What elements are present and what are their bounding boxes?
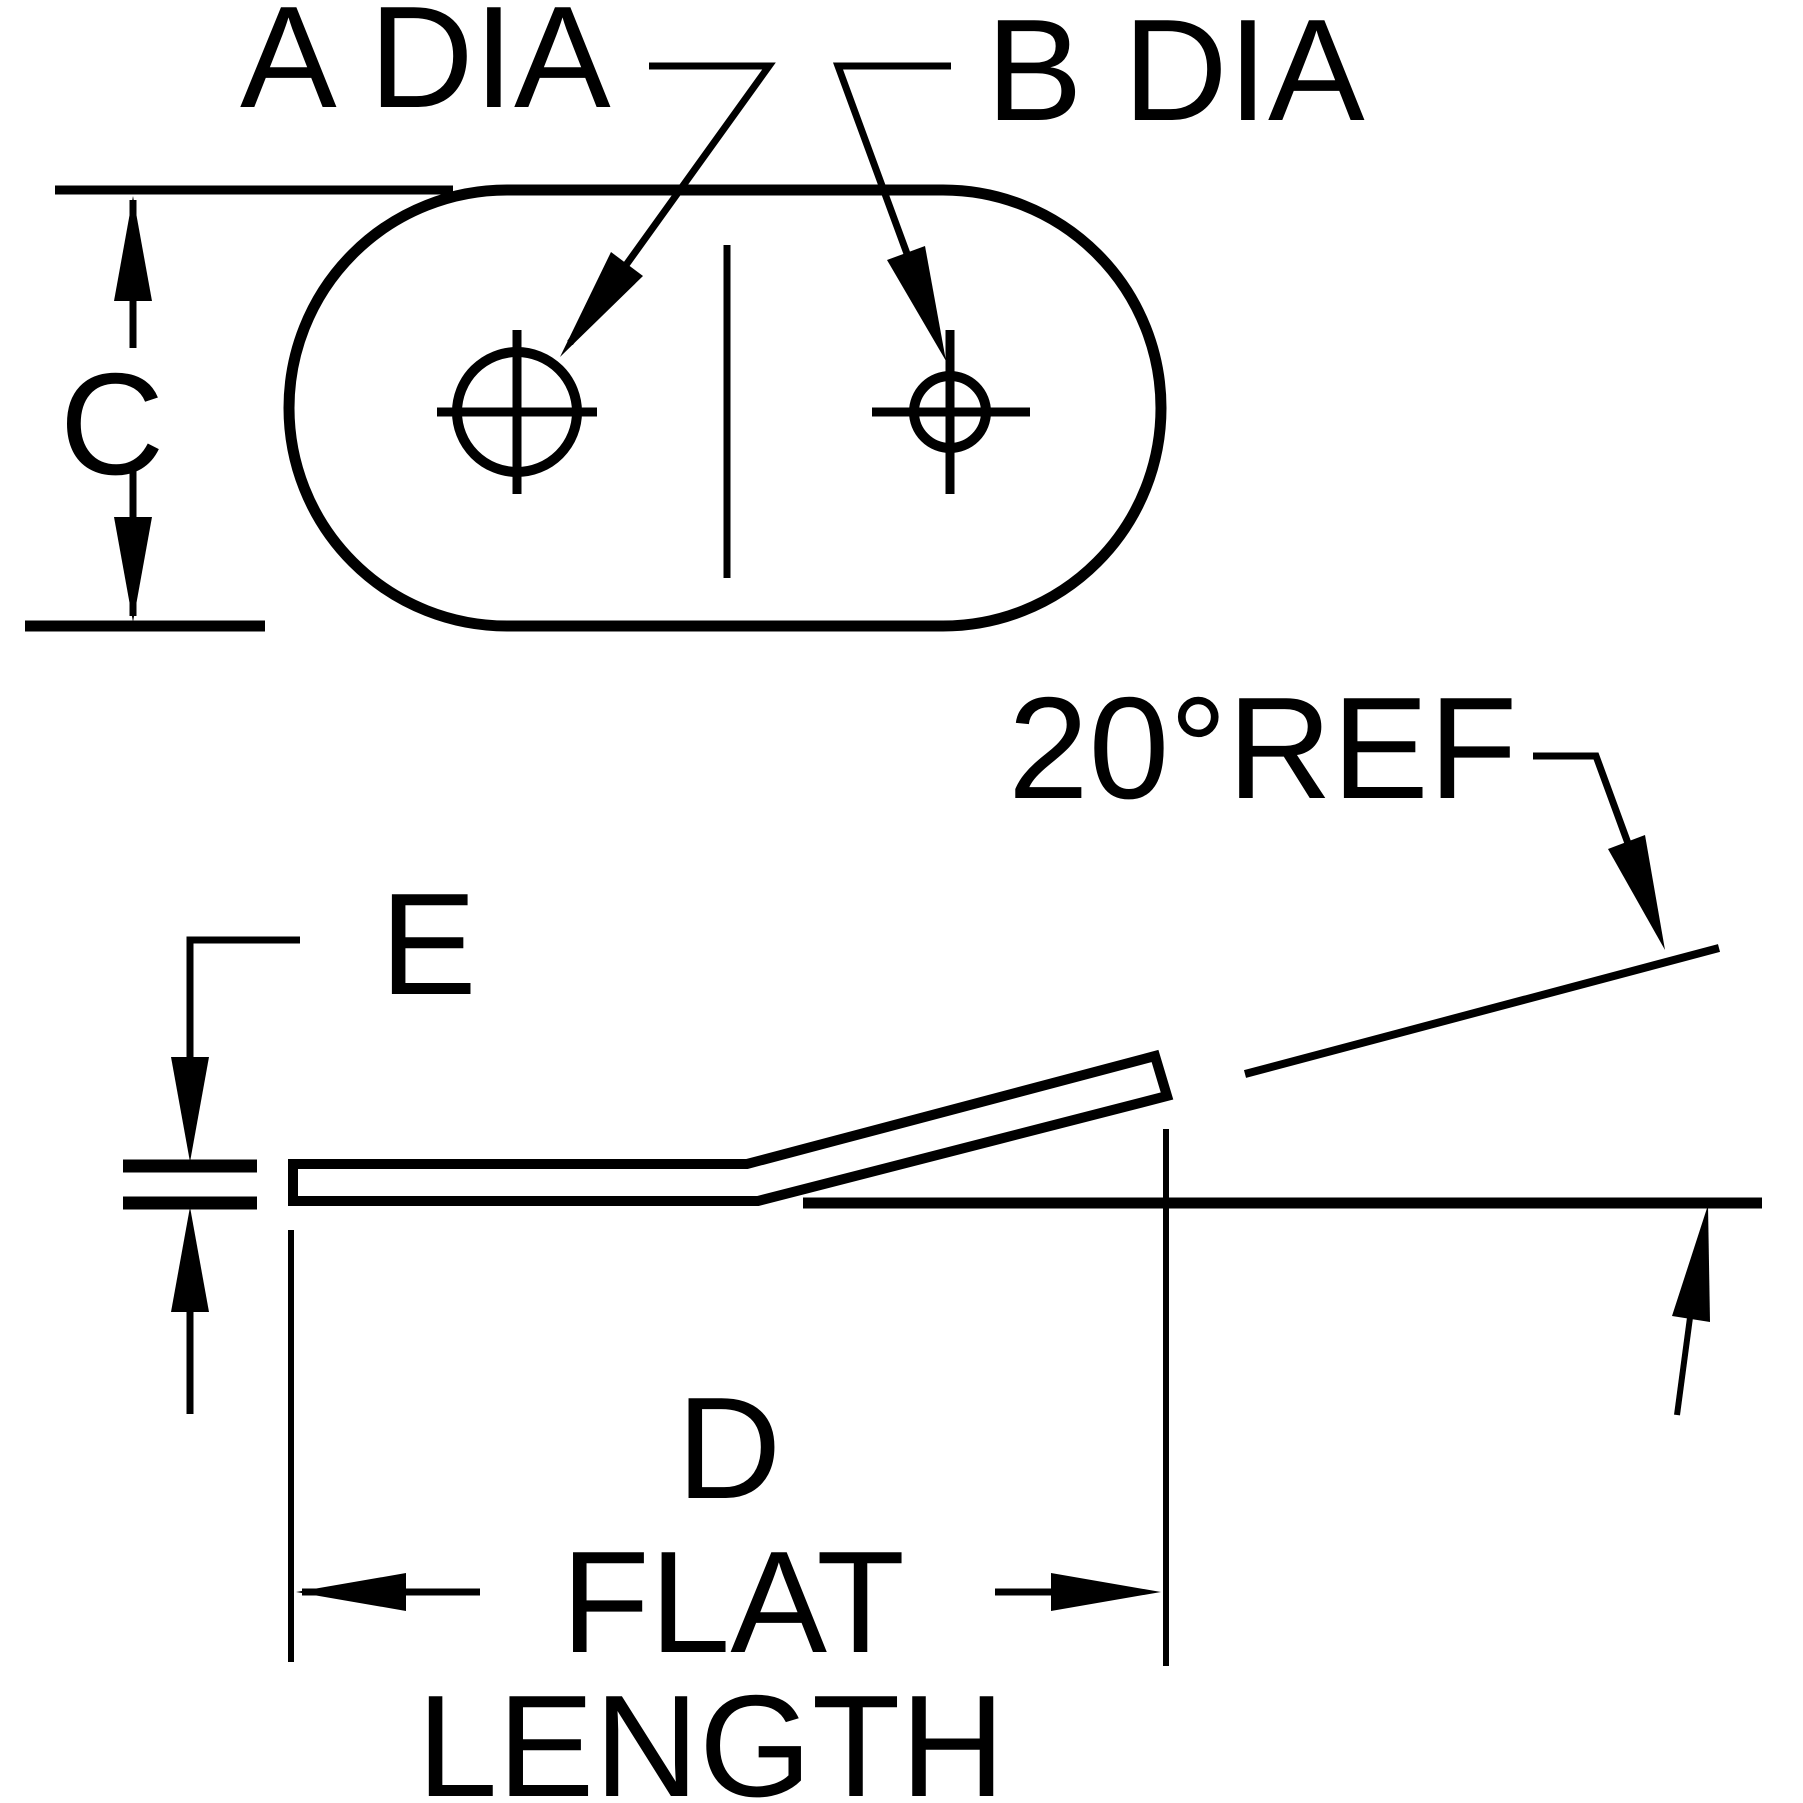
angle-dim-line	[1674, 1309, 1694, 1416]
e-arrow-down-icon	[171, 1057, 209, 1162]
angle-ref-degree-icon: °	[1169, 667, 1227, 829]
hole-a-leader-arrow-icon	[560, 252, 643, 357]
c-label: C	[60, 343, 165, 505]
angle-ref-arrow-icon	[1608, 835, 1665, 950]
angle-reference-line	[1243, 944, 1721, 1078]
c-arrow-up-icon	[114, 196, 152, 301]
angle-ref-leader-line	[1533, 752, 1644, 878]
d-arrow-left-icon	[296, 1573, 406, 1611]
length-label: LENGTH	[417, 1665, 1005, 1803]
hole-b-leader-line	[832, 62, 951, 340]
top-view: C A DIA B DIA	[25, 0, 1365, 632]
e-label: E	[380, 863, 477, 1025]
angle-ref-label: 20°REF	[1008, 667, 1517, 829]
flat-label: FLAT	[561, 1521, 905, 1683]
e-arrow-up-icon	[171, 1207, 209, 1312]
side-view: E D FLAT LENGTH 20°REF	[123, 667, 1762, 1803]
plate-outline	[283, 184, 1167, 632]
e-leader-line	[186, 936, 300, 1065]
hole-b-label: B DIA	[986, 0, 1365, 151]
angle-ref-value: 20	[1008, 667, 1169, 829]
c-arrow-down-icon	[114, 517, 152, 622]
angle-ref-suffix: REF	[1227, 667, 1517, 829]
hole-b-leader-arrow-icon	[887, 246, 946, 361]
angle-arrow-up-icon	[1672, 1205, 1710, 1322]
d-arrow-right-icon	[1051, 1573, 1161, 1611]
d-label: D	[677, 1367, 782, 1529]
hole-a-label: A DIA	[240, 0, 611, 138]
bar-profile	[288, 1049, 1174, 1206]
hole-a-leader-line	[567, 62, 776, 346]
